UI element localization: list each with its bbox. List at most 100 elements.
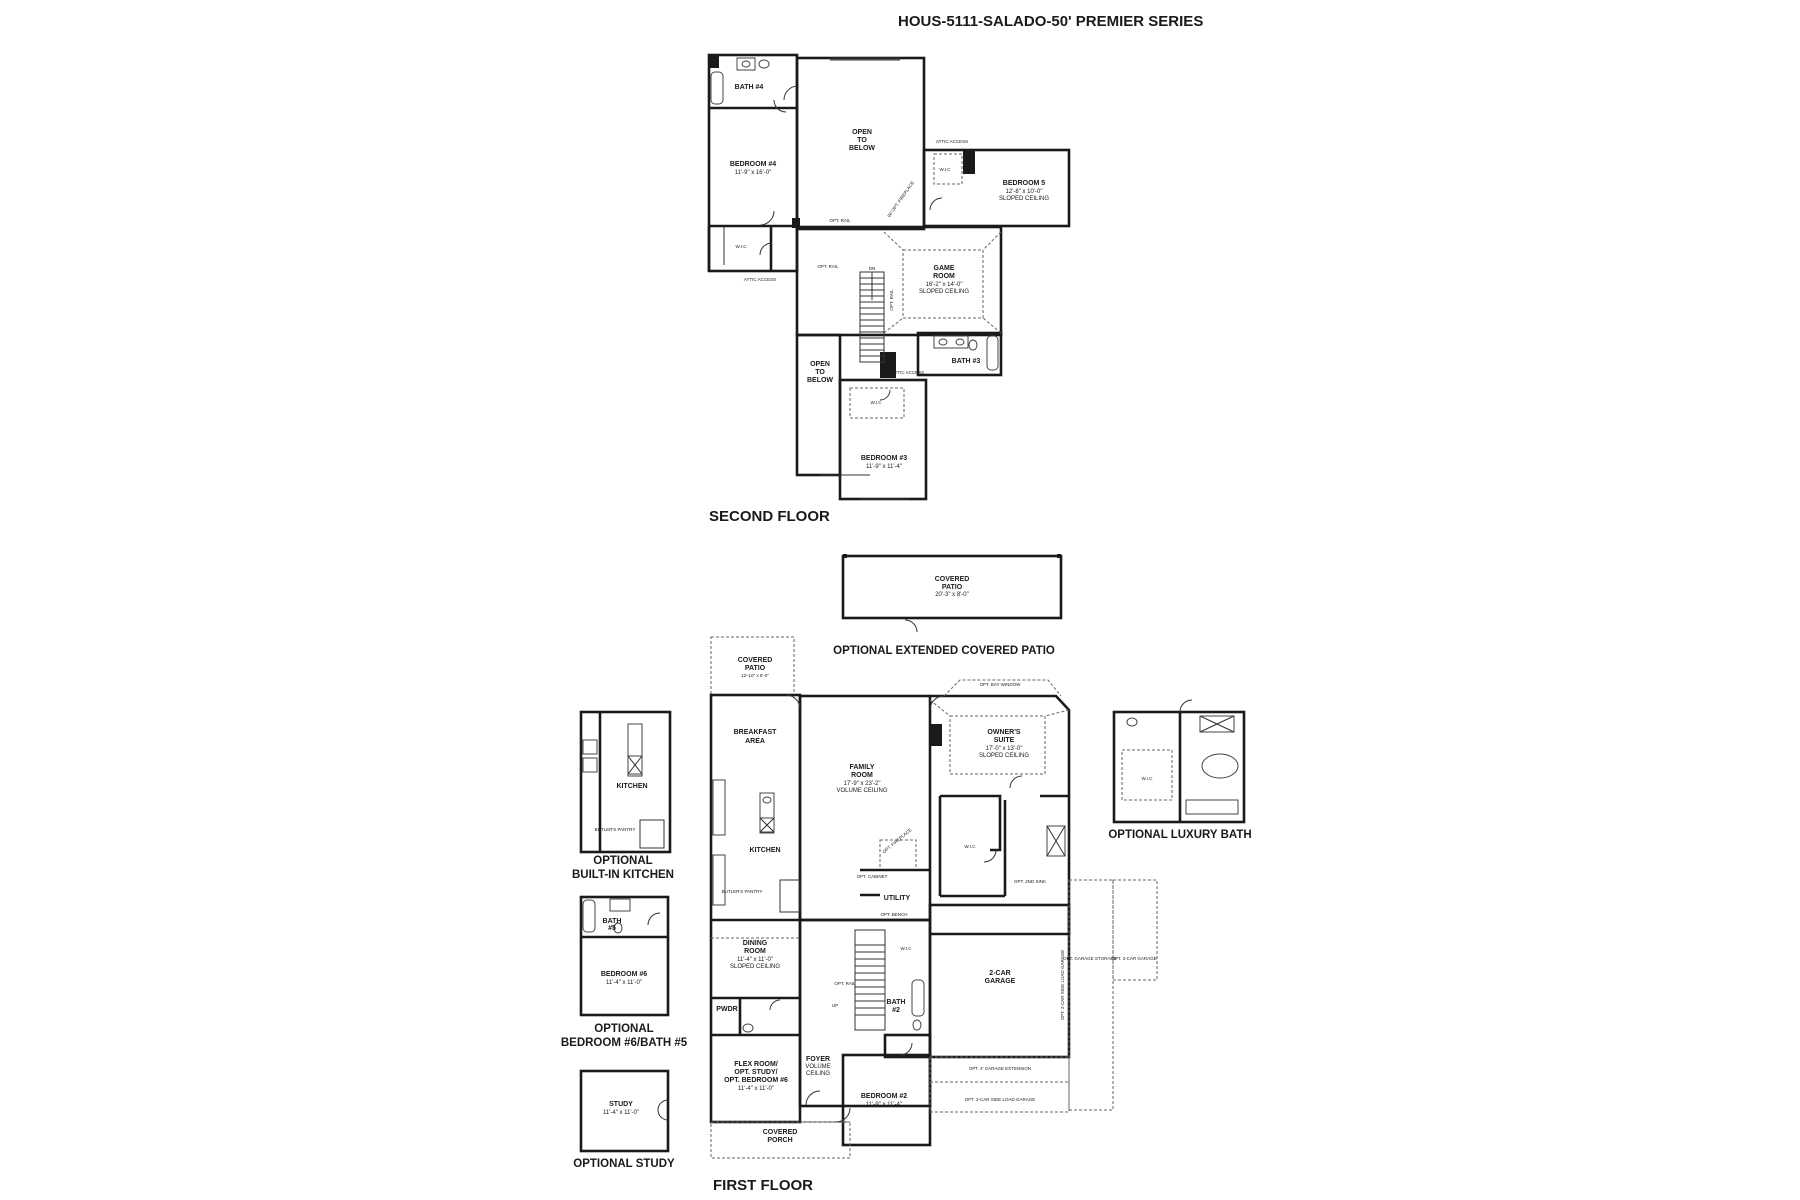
game-room-label: ROOM xyxy=(933,273,955,280)
opt-bedroom6-caption: BEDROOM #6/BATH #5 xyxy=(561,1037,688,1049)
second-floor-labels: BATH #4 OPEN TO BELOW BEDROOM #4 11'-9" … xyxy=(709,84,1049,525)
side-load-garage-note: OPT. 2-CAR SIDE LOAD GARAGE xyxy=(1060,950,1065,1021)
ext-patio-caption: OPTIONAL EXTENDED COVERED PATIO xyxy=(833,645,1055,657)
open-to-below-label: BELOW xyxy=(849,145,875,152)
owners-suite-dimensions: 17'-0" x 13'-0" xyxy=(986,746,1023,752)
bath4-label: BATH #4 xyxy=(735,84,764,91)
bedroom5-dimensions: 12'-8" x 10'-0" xyxy=(1006,189,1043,195)
covered-patio-label: PATIO xyxy=(745,665,766,672)
wic-label: W.I.C xyxy=(736,244,748,249)
owners-suite-label: OWNER'S xyxy=(987,729,1020,736)
attic-access-label: ATTIC ACCESS xyxy=(892,370,924,375)
opt-study-label: STUDY xyxy=(609,1101,633,1108)
open-to-below-label: TO xyxy=(857,137,867,144)
dining-room-dimensions: 11'-4" x 11'-0" xyxy=(737,957,773,963)
family-room-ceiling: VOLUME CEILING xyxy=(836,788,887,794)
opt-bath5-label: #5 xyxy=(608,925,616,932)
bath2-label: BATH xyxy=(887,999,906,1006)
optional-luxury-bath: W.I.C OPTIONAL LUXURY BATH xyxy=(1108,699,1252,841)
dining-room-label: ROOM xyxy=(744,948,766,955)
fireplace-note: OPT. FIREPLACE xyxy=(882,827,913,854)
bedroom2-dimensions: 11'-9" x 11'-4" xyxy=(866,1102,902,1108)
opt-study-caption: OPTIONAL STUDY xyxy=(573,1158,675,1170)
garage-label: GARAGE xyxy=(985,978,1016,985)
opt-rail-label: OPT. RAIL xyxy=(829,218,851,223)
utility-label: UTILITY xyxy=(884,895,911,902)
bedroom2-walls xyxy=(841,1053,932,1147)
opt-bath5-label: BATH xyxy=(603,918,622,925)
stairs-up-label: UP xyxy=(832,1003,838,1008)
first-floor-labels: COVERED PATIO 12'-10" x 8'-0" OPT. BAY W… xyxy=(713,657,1157,1194)
second-floor-plan xyxy=(707,53,1071,501)
three-car-side-load-note: OPT. 3-CAR SIDE LOAD GARAGE xyxy=(965,1097,1036,1102)
second-floor-stairs xyxy=(859,271,885,363)
covered-porch-label: PORCH xyxy=(767,1137,792,1144)
powder-room-label: PWDR xyxy=(716,1006,737,1013)
butler-pantry-label: BUTLER'S PANTRY xyxy=(722,889,763,894)
sink-note: OPT. 2ND SINK xyxy=(1014,879,1046,884)
first-floor-stairs xyxy=(854,929,886,1031)
owners-suite-label: SUITE xyxy=(994,737,1015,744)
bath3-walls xyxy=(916,331,1003,377)
game-room-walls xyxy=(795,225,1003,337)
opt-kitchen-label: KITCHEN xyxy=(616,783,647,790)
bench-note: OPT. BENCH xyxy=(880,912,907,917)
flex-room-label: OPT. BEDROOM #6 xyxy=(724,1077,788,1084)
opt-luxury-bath-caption: OPTIONAL LUXURY BATH xyxy=(1108,829,1251,841)
bedroom5-ceiling: SLOPED CEILING xyxy=(999,196,1049,202)
open-to-below-label: BELOW xyxy=(807,377,833,384)
flex-room-label: FLEX ROOM/ xyxy=(734,1061,778,1068)
family-room-walls xyxy=(798,694,932,922)
opt-pantry-label: BUTLER'S PANTRY xyxy=(595,827,636,832)
ext-patio-dimensions: 20'-3" x 8'-0" xyxy=(935,592,969,598)
family-room-dimensions: 17'-9" x 23'-2" xyxy=(844,781,881,787)
opt-luxury-wic-label: W.I.C xyxy=(1142,776,1154,781)
bedroom2-label: BEDROOM #2 xyxy=(861,1093,907,1100)
bedroom5-walls xyxy=(922,148,1071,228)
garage-storage-note: OPT. GARAGE STORAGE xyxy=(1063,956,1117,961)
foyer-label: VOLUME xyxy=(805,1064,830,1070)
bedroom4-dimensions: 11'-9" x 16'-0" xyxy=(735,170,771,176)
opt-bedroom6-caption: OPTIONAL xyxy=(594,1023,653,1035)
garage-label: 2-CAR xyxy=(989,970,1010,977)
opt-study-dimensions: 11'-4" x 11'-0" xyxy=(603,1110,639,1116)
open-to-below-label: OPEN xyxy=(810,361,830,368)
breakfast-label: BREAKFAST xyxy=(734,729,778,736)
first-floor-title: FIRST FLOOR xyxy=(713,1177,813,1194)
wic-label: W.I.C xyxy=(965,844,977,849)
foyer-label: CEILING xyxy=(806,1071,830,1077)
owners-suite-ceiling: SLOPED CEILING xyxy=(979,753,1029,759)
open-to-below-lower-walls xyxy=(795,333,842,477)
family-room-label: ROOM xyxy=(851,772,873,779)
garage-extension-note: OPT. 4' GARAGE EXTENSION xyxy=(969,1066,1031,1071)
extended-patio-option: COVERED PATIO 20'-3" x 8'-0" OPTIONAL EX… xyxy=(833,554,1063,657)
bedroom3-label: BEDROOM #3 xyxy=(861,455,907,462)
game-room-ceiling: SLOPED CEILING xyxy=(919,289,969,295)
left-wing-walls xyxy=(709,693,802,1124)
opt-kitchen-caption: BUILT-IN KITCHEN xyxy=(572,869,674,881)
foyer-label: FOYER xyxy=(806,1056,830,1063)
opt-rail-label: OPT. RAIL xyxy=(834,981,856,986)
wic-label: W.I.C xyxy=(871,400,883,405)
bedroom3-walls xyxy=(838,378,928,501)
bay-window-label: OPT. BAY WINDOW xyxy=(980,682,1022,687)
opt-rail-label: OPT. RAIL xyxy=(889,289,894,311)
breakfast-label: AREA xyxy=(745,738,765,745)
attic-access-label: ATTIC ACCESS xyxy=(936,139,968,144)
center-core-walls xyxy=(798,918,932,1108)
flex-room-label: OPT. STUDY/ xyxy=(734,1069,777,1076)
dining-room-ceiling: SLOPED CEILING xyxy=(730,964,780,970)
three-car-garage-note: OPT. 3-CAR GARAGE xyxy=(1111,956,1156,961)
covered-patio-label: COVERED xyxy=(738,657,773,664)
second-floor-title: SECOND FLOOR xyxy=(709,508,830,525)
flex-room-dimensions: 11'-4" x 11'-0" xyxy=(738,1086,774,1092)
bedroom3-dimensions: 11'-9" x 11'-4" xyxy=(866,464,902,470)
opt-kitchen-caption: OPTIONAL xyxy=(593,855,652,867)
fireplace-note: W/ OPT. FIREPLACE xyxy=(886,180,915,218)
dining-room-label: DINING xyxy=(743,940,768,947)
opt-bedroom6-label: BEDROOM #6 xyxy=(601,971,647,978)
first-floor-plan xyxy=(709,636,1158,1159)
ext-patio-label: PATIO xyxy=(942,584,963,591)
attic-access-label: ATTIC ACCESS xyxy=(744,277,776,282)
